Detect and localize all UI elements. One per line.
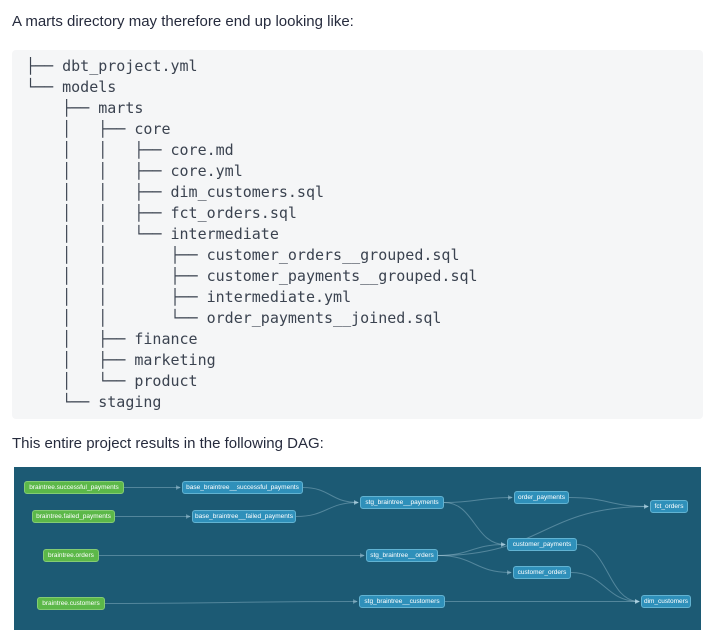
dag-edge-order_payments-to-fct_orders — [568, 497, 649, 509]
dag-node-base_braintree_failed_payments: base_braintree__failed_payments — [192, 510, 296, 523]
dag-node-stg_braintree_payments: stg_braintree__payments — [360, 496, 444, 509]
dag-edge-base_braintree_failed_payments-to-stg_braintree_payments — [295, 500, 359, 517]
dag-edge-customer_orders-to-dim_customers — [570, 572, 640, 604]
dag-node-braintree_orders: braintree.orders — [43, 549, 99, 562]
dag-node-base_braintree_successful_payments: base_braintree__successful_payments — [182, 481, 303, 494]
dag-node-dim_customers: dim_customers — [641, 595, 691, 608]
dag-node-braintree_successful_payments: braintree.successful_payments — [24, 481, 124, 494]
intro-paragraph: A marts directory may therefore end up l… — [12, 13, 354, 30]
dag-paragraph: This entire project results in the follo… — [12, 435, 324, 452]
dag-edge-base_braintree_successful_payments-to-stg_braintree_payments — [302, 487, 359, 505]
dag-edge-braintree_customers-to-stg_braintree_customers — [104, 599, 358, 605]
dag-edge-stg_braintree_orders-to-customer_orders — [437, 555, 512, 575]
dag-node-braintree_failed_payments: braintree.failed_payments — [32, 510, 115, 523]
dag-node-stg_braintree_orders: stg_braintree__orders — [366, 549, 438, 562]
dag-image: braintree.successful_payments base_braint… — [14, 467, 701, 630]
dag-node-braintree_customers: braintree.customers — [37, 597, 105, 610]
dag-node-stg_braintree_customers: stg_braintree__customers — [359, 595, 445, 608]
dag-node-order_payments: order_payments — [514, 491, 569, 504]
dag-node-customer_orders: customer_orders — [513, 566, 571, 579]
dag-edges-svg — [98, 485, 649, 605]
dag-edge-customer_payments-to-dim_customers — [576, 544, 640, 604]
directory-tree-code-block: ├── dbt_project.yml └── models ├── marts… — [12, 50, 703, 419]
dag-edge-stg_braintree_orders-to-customer_payments — [437, 542, 506, 556]
dag-node-fct_orders: fct_orders — [650, 500, 688, 513]
dag-node-customer_payments: customer_payments — [507, 538, 577, 551]
dag-edge-stg_braintree_orders-to-fct_orders — [437, 504, 649, 556]
dag-edge-stg_braintree_payments-to-customer_payments — [443, 502, 506, 547]
dag-edge-stg_braintree_payments-to-order_payments — [443, 495, 513, 503]
